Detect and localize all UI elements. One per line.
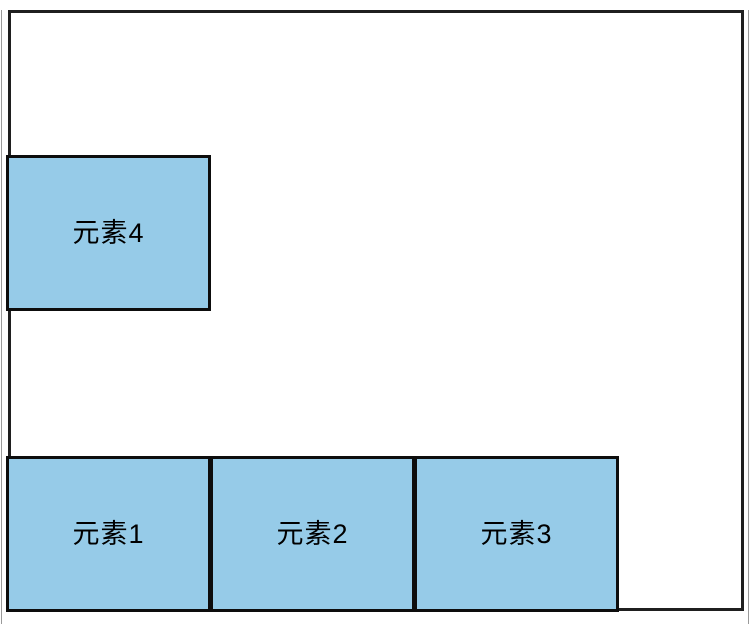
flex-item-1: 元素1 bbox=[6, 456, 211, 612]
flex-item-4: 元素4 bbox=[6, 155, 211, 311]
outer-frame-left-line bbox=[1, 10, 2, 624]
flex-item-2: 元素2 bbox=[210, 456, 415, 612]
flex-item-3: 元素3 bbox=[414, 456, 619, 612]
flex-item-4-label: 元素4 bbox=[72, 217, 145, 248]
flex-item-2-label: 元素2 bbox=[276, 518, 349, 549]
flex-item-1-label: 元素1 bbox=[72, 518, 145, 549]
outer-frame-right-line bbox=[748, 10, 749, 624]
flex-item-3-label: 元素3 bbox=[480, 518, 553, 549]
